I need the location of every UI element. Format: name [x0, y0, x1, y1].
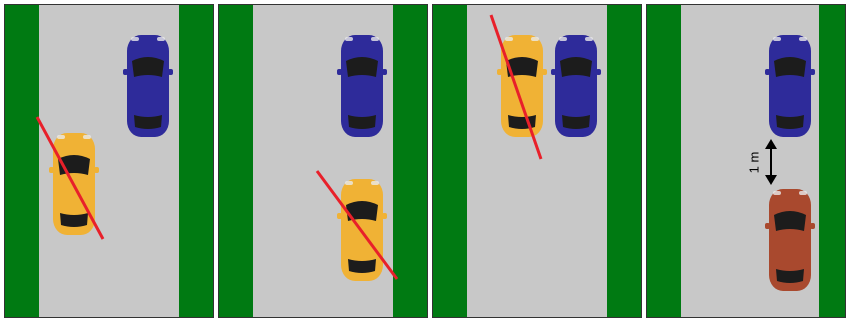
cross-mark: [219, 5, 428, 318]
panel-2: [218, 4, 428, 318]
cross-mark: [433, 5, 642, 318]
panel-3: [432, 4, 642, 318]
panel-4: 1 m: [646, 4, 846, 318]
distance-label: 1 m: [746, 152, 761, 174]
cross-mark: [5, 5, 214, 318]
panel-1: [4, 4, 214, 318]
